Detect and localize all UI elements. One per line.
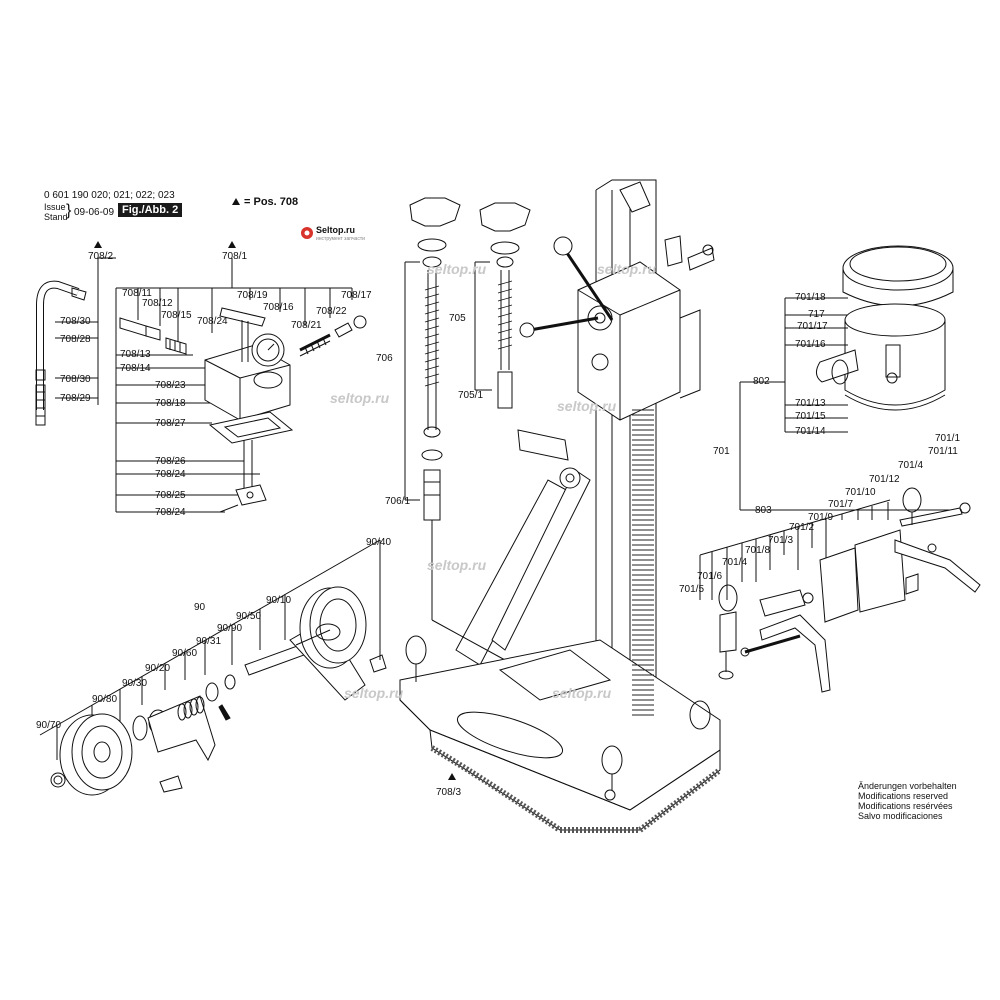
- part-label: 708/23: [155, 380, 186, 391]
- part-label: 701/14: [795, 426, 826, 437]
- part-label: 701/1: [935, 433, 961, 444]
- part-label: 708/19: [237, 290, 268, 301]
- part-label: 701/15: [795, 411, 826, 422]
- part-label: 708/18: [155, 398, 186, 409]
- part-label: 90: [194, 602, 206, 613]
- part-label: 705/1: [458, 390, 484, 401]
- part-label: 708/26: [155, 456, 186, 467]
- note-line: Salvo modificaciones: [858, 811, 943, 821]
- part-label: 90/40: [366, 537, 392, 548]
- part-label: 708/21: [291, 320, 322, 331]
- part-label: 706/1: [385, 496, 411, 507]
- part-label: 708/30: [60, 374, 91, 385]
- part-label: 708/14: [120, 363, 151, 374]
- issue-brace: }: [66, 202, 72, 219]
- watermark: seltop.ru: [427, 261, 487, 277]
- part-label: 708/28: [60, 334, 91, 345]
- part-label: 701/7: [828, 499, 854, 510]
- part-label: 708/1: [222, 251, 248, 262]
- part-label: 701/6: [697, 571, 723, 582]
- part-label: 701/11: [928, 446, 958, 457]
- part-label: 708/16: [263, 302, 294, 313]
- part-label: 701/10: [845, 487, 876, 498]
- figure-label: Fig./Abb. 2: [118, 203, 183, 217]
- part-label: 708/12: [142, 298, 173, 309]
- part-label: 701: [713, 446, 730, 457]
- part-label: 802: [753, 376, 770, 387]
- logo-text: Seltop.ru: [316, 225, 356, 235]
- watermark: seltop.ru: [427, 557, 487, 573]
- note-line: Änderungen vorbehalten: [858, 781, 957, 791]
- issue-label: Issue: [44, 202, 66, 212]
- part-label: 708/2: [88, 251, 114, 262]
- watermark: seltop.ru: [557, 398, 617, 414]
- part-label: 701/18: [795, 292, 826, 303]
- part-label: 701/4: [898, 460, 924, 471]
- part-label: 708/3: [436, 787, 462, 798]
- part-label: 803: [755, 505, 772, 516]
- logo-tagline: инструмент запчасти: [316, 236, 365, 242]
- modification-notes: Änderungen vorbehalten Modifications res…: [858, 781, 957, 821]
- watermark: seltop.ru: [330, 390, 390, 406]
- watermark: seltop.ru: [344, 685, 404, 701]
- note-line: Modifications resérvées: [858, 801, 953, 811]
- seltop-logo: [301, 227, 313, 239]
- issue-date: 09-06-09: [74, 207, 115, 218]
- part-label: 701/3: [768, 535, 794, 546]
- part-label: 717: [808, 309, 825, 320]
- column-rack: [632, 409, 654, 716]
- part-label: 701/17: [797, 321, 828, 332]
- part-label: 701/13: [795, 398, 826, 409]
- watermark: seltop.ru: [552, 685, 612, 701]
- part-label: 90/80: [92, 694, 118, 705]
- legend-text: = Pos. 708: [244, 196, 299, 208]
- part-label: 90/30: [122, 678, 148, 689]
- watermark: seltop.ru: [597, 261, 657, 277]
- part-label: 708/25: [155, 490, 186, 501]
- part-label: 708/13: [120, 349, 151, 360]
- part-label: 708/22: [316, 306, 347, 317]
- part-label: 708/24: [155, 507, 186, 518]
- part-label: 701/9: [808, 512, 834, 523]
- part-label: 90/10: [266, 595, 292, 606]
- part-label: 701/12: [869, 474, 900, 485]
- part-label: 708/30: [60, 316, 91, 327]
- part-label: 708/29: [60, 393, 91, 404]
- note-line: Modifications reserved: [858, 791, 949, 801]
- stand-label: Stand: [44, 212, 68, 222]
- part-label: 701/5: [679, 584, 705, 595]
- model-numbers: 0 601 190 020; 021; 022; 023: [44, 190, 175, 201]
- part-label: 701/2: [789, 522, 815, 533]
- part-label: 701/16: [795, 339, 826, 350]
- part-label: 90/70: [36, 720, 62, 731]
- part-label: 90/60: [172, 648, 198, 659]
- part-label: 706: [376, 353, 393, 364]
- part-label: 90/90: [217, 623, 243, 634]
- part-label: 708/27: [155, 418, 186, 429]
- part-label: 708/24: [155, 469, 186, 480]
- part-label: 90/50: [236, 611, 262, 622]
- part-label: 708/17: [341, 290, 372, 301]
- part-label: 708/11: [122, 288, 152, 299]
- part-label: 701/4: [722, 557, 748, 568]
- part-label: 708/15: [161, 310, 192, 321]
- part-label: 90/31: [196, 636, 222, 647]
- part-label: 701/8: [745, 545, 771, 556]
- part-label: 90/20: [145, 663, 171, 674]
- part-label: 705: [449, 313, 466, 324]
- part-label: 708/24: [197, 316, 228, 327]
